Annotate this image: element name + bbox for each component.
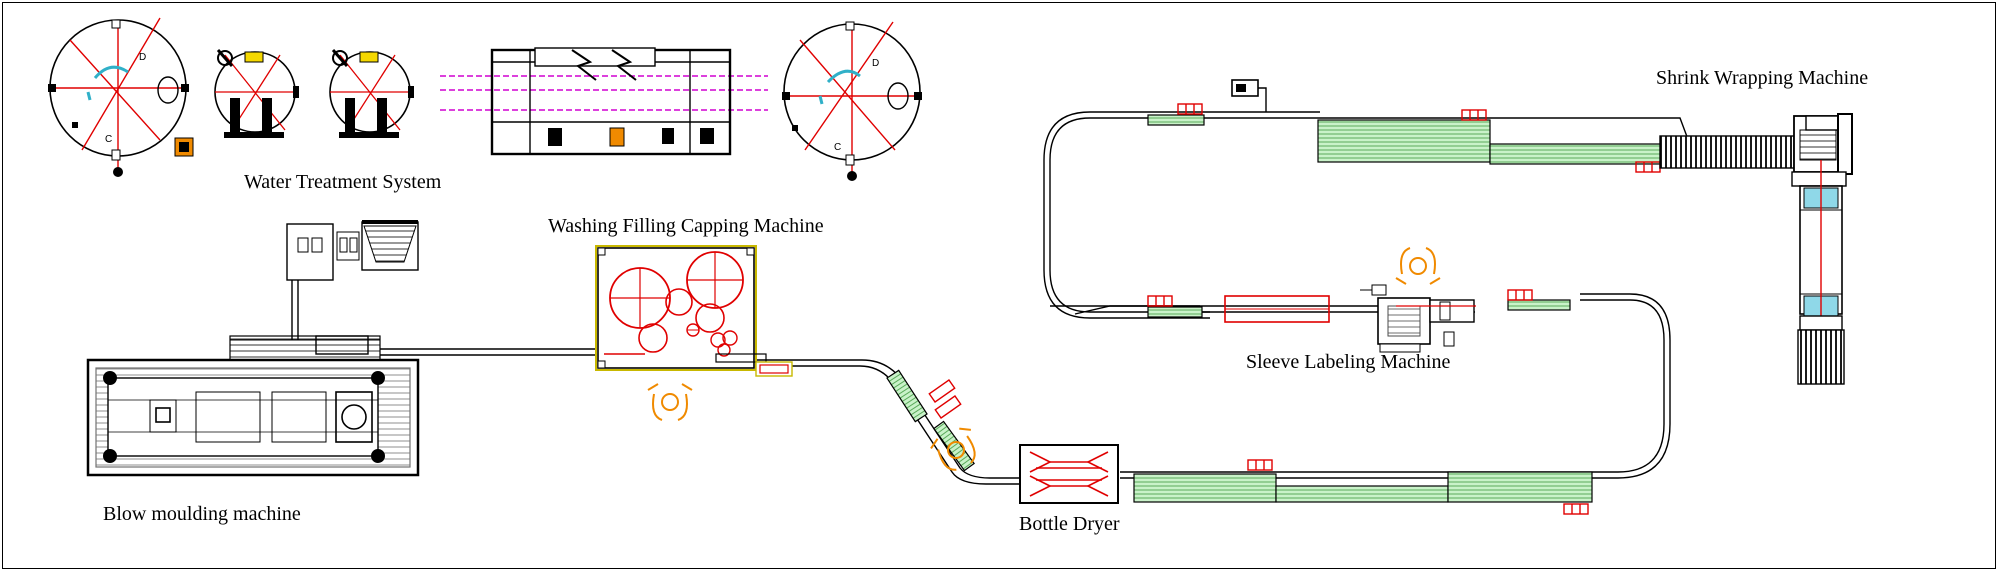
label-water-treatment-system: Water Treatment System (244, 171, 442, 193)
accumulation-tables (886, 114, 1663, 503)
label-bottle-dryer: Bottle Dryer (1019, 513, 1120, 535)
shrink-wrapping-machine (1659, 113, 1853, 385)
tank-1-letter-d: D (139, 52, 146, 63)
label-sleeve-labeling-machine: Sleeve Labeling Machine (1246, 351, 1451, 373)
filter-vessel-2 (329, 49, 414, 138)
control-panel (1231, 79, 1267, 112)
washing-filling-capping-machine (595, 245, 793, 377)
ro-frame (440, 47, 768, 156)
label-blow-moulding-machine: Blow moulding machine (103, 503, 301, 525)
bottle-dryer-unit (1019, 444, 1119, 504)
filter-vessel-1 (214, 49, 299, 138)
tank-1: D C (48, 17, 194, 177)
water-treatment-system: D C (48, 17, 922, 181)
blow-moulding-machine (86, 220, 420, 477)
conveyor-lines (380, 111, 1800, 485)
tank-2: D C (782, 21, 922, 181)
conveyor-motors (928, 103, 1661, 515)
label-washing-filling-capping-machine: Washing Filling Capping Machine (548, 215, 824, 237)
tank-1-letter-c: C (105, 134, 112, 145)
tank-2-letter-c: C (834, 142, 841, 153)
operator-figures (647, 247, 1441, 471)
label-shrink-wrapping-machine: Shrink Wrapping Machine (1656, 67, 1869, 89)
tank-2-letter-d: D (872, 58, 879, 69)
sleeve-labeling-machine (1224, 284, 1476, 353)
